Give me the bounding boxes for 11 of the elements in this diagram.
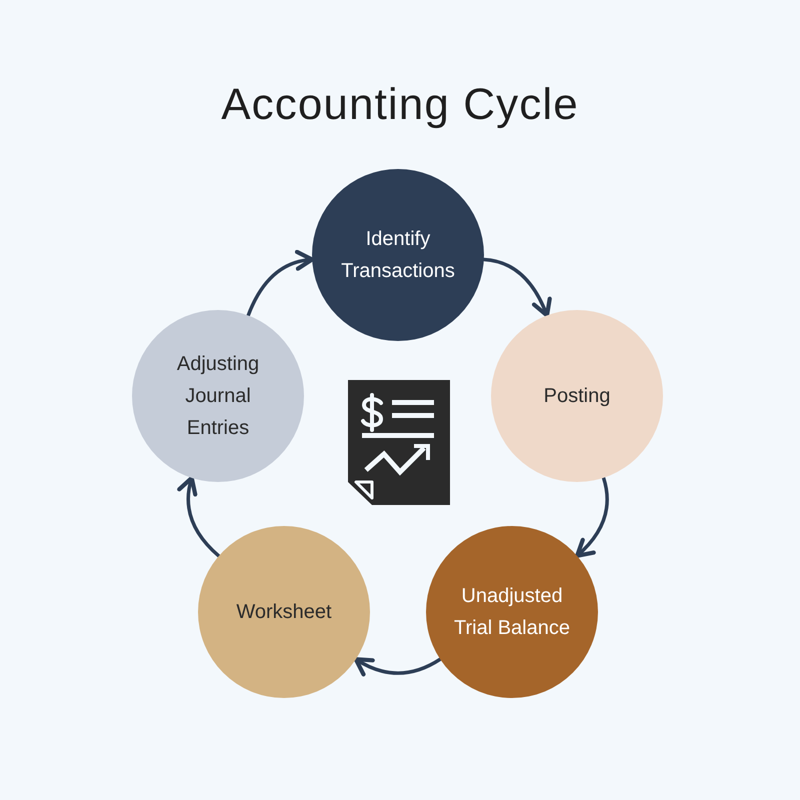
curved-arrow (482, 258, 552, 318)
title: Accounting Cycle (221, 79, 579, 131)
step-label: Worksheet (236, 600, 332, 625)
curved-arrow (575, 476, 609, 558)
step-label: Adjusting Journal Entries (176, 352, 260, 441)
step-label: Identify Transactions (340, 227, 456, 284)
curved-arrow (354, 657, 442, 676)
curved-arrow (178, 476, 220, 558)
step-label: Unadjusted Trial Balance (453, 584, 571, 641)
curved-arrow (246, 250, 314, 318)
step-label: Posting (544, 384, 610, 409)
